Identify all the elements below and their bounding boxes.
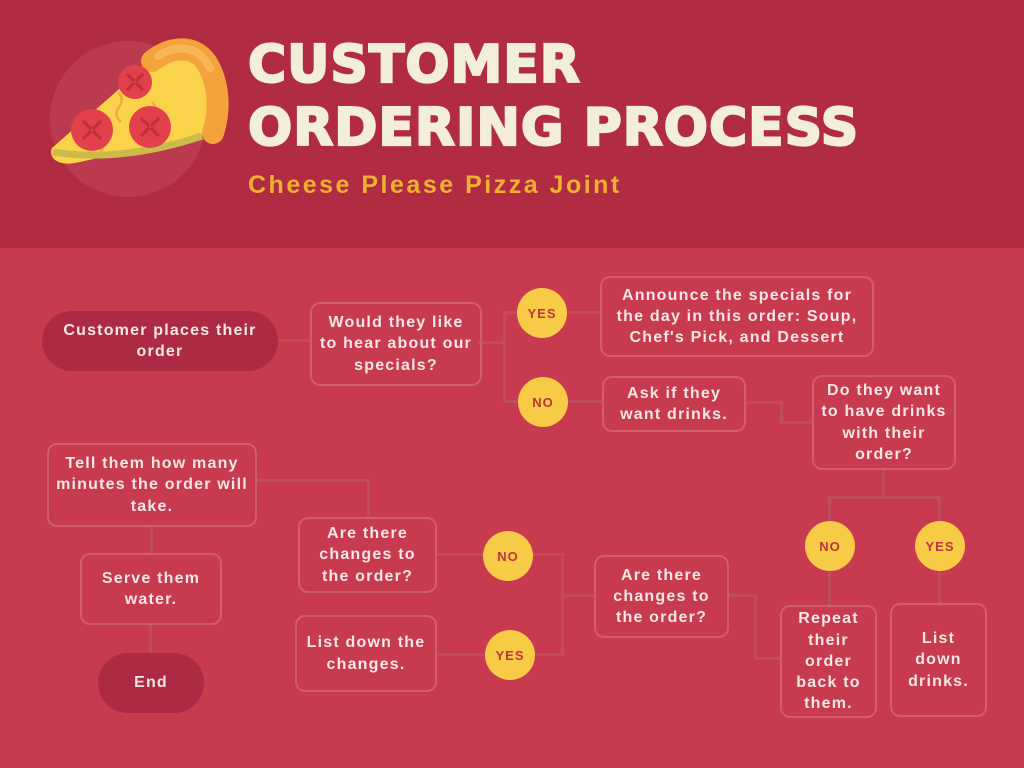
- header: CUSTOMER ORDERING PROCESS Cheese Please …: [0, 0, 1024, 248]
- connector-line: [478, 341, 506, 344]
- connector-line: [257, 479, 370, 482]
- decision-label-no-changes: NO: [483, 531, 533, 581]
- node-question-specials: Would they like to hear about our specia…: [310, 302, 482, 386]
- connector-line: [278, 339, 310, 342]
- node-announce-specials: Announce the specials for the day in thi…: [600, 276, 874, 357]
- connector-line: [745, 401, 783, 404]
- decision-label-no-specials: NO: [518, 377, 568, 427]
- node-start: Customer places their order: [42, 311, 278, 371]
- node-question-changes-left: Are there changes to the order?: [298, 517, 437, 593]
- node-end: End: [98, 653, 204, 713]
- connector-line: [503, 311, 506, 403]
- node-list-changes: List down the changes.: [295, 615, 437, 692]
- connector-line: [882, 470, 885, 499]
- connector-line: [561, 553, 564, 656]
- node-serve-water: Serve them water.: [80, 553, 222, 625]
- node-question-changes-mid: Are there changes to the order?: [594, 555, 729, 638]
- connector-line: [828, 496, 941, 499]
- pizza-slice-icon: [50, 38, 229, 197]
- page-subtitle: Cheese Please Pizza Joint: [248, 171, 622, 199]
- connector-line: [561, 594, 596, 597]
- decision-label-no-drinks: NO: [805, 521, 855, 571]
- connector-line: [780, 421, 814, 424]
- connector-line: [149, 625, 152, 655]
- page-title-line-2: ORDERING PROCESS: [247, 97, 860, 159]
- decision-label-yes-changes: YES: [485, 630, 535, 680]
- node-ask-drinks: Ask if they want drinks.: [602, 376, 746, 432]
- decision-label-yes-drinks: YES: [915, 521, 965, 571]
- connector-line: [729, 594, 757, 597]
- node-tell-minutes: Tell them how many minutes the order wil…: [47, 443, 257, 527]
- node-list-drinks: List down drinks.: [890, 603, 987, 717]
- connector-line: [150, 527, 153, 555]
- page-title-line-1: CUSTOMER: [247, 34, 581, 96]
- node-repeat-order: Repeat their order back to them.: [780, 605, 877, 718]
- connector-line: [367, 479, 370, 519]
- node-question-drinks: Do they want to have drinks with their o…: [812, 375, 956, 470]
- connector-line: [754, 594, 757, 660]
- decision-label-yes-specials: YES: [517, 288, 567, 338]
- connector-line: [780, 401, 783, 424]
- connector-line: [754, 657, 782, 660]
